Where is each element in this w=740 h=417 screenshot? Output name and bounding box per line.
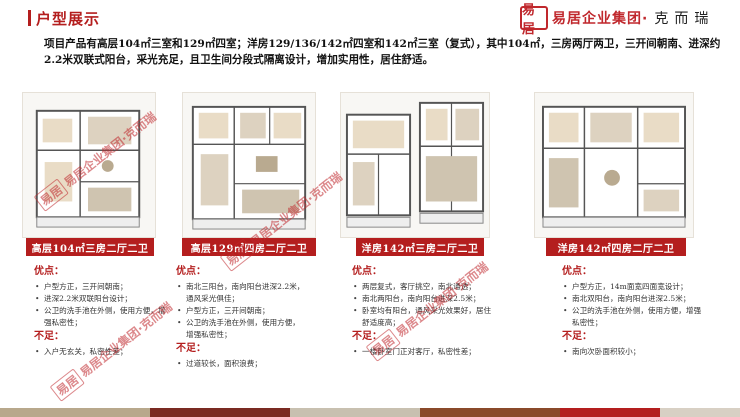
footer-segment — [420, 408, 560, 417]
intro-text: 项目产品有高层104㎡三室和129㎡四室；洋房129/136/142㎡四室和14… — [44, 38, 721, 66]
list-item: 户型方正，14m面宽四面宽设计； — [562, 281, 702, 293]
card-2-notes: 优点： 南北三阳台，南向阳台进深2.2米，通风采光俱佳； 户型方正，三开间朝南；… — [176, 264, 306, 370]
list-item: 南北双阳台，南向阳台进深2.5米； — [562, 293, 702, 305]
card-2-cons-list: 过道较长，面积浪费； — [176, 358, 306, 370]
page-title: 户型展示 — [36, 10, 101, 28]
floor-plan-4-drawing — [542, 105, 686, 228]
floor-plan-2-drawing — [191, 105, 307, 230]
card-2-pros-title: 优点： — [176, 266, 206, 277]
brand-sub: 克而瑞 — [654, 11, 715, 27]
footer-segment — [660, 408, 740, 417]
card-2-cons-title: 不足： — [176, 343, 206, 354]
footer-segment — [560, 408, 660, 417]
list-item: 进深2.2米双联阳台设计； — [34, 293, 166, 305]
list-item: 公卫的洗手池在外侧，使用方便，增强私密性； — [34, 305, 166, 329]
floor-plan-1 — [22, 92, 156, 238]
card-3-cons-list: 一楼卧室门正对客厅，私密性差； — [352, 346, 494, 358]
floor-plan-2 — [182, 92, 316, 238]
brand-logo: 易居 易居企业集团· 克而瑞 — [520, 3, 715, 37]
card-4-pros-list: 户型方正，14m面宽四面宽设计； 南北双阳台，南向阳台进深2.5米； 公卫的洗手… — [562, 281, 702, 329]
banner-card-3: 洋房142㎡三房二厅二卫 — [356, 238, 484, 256]
list-item: 南向次卧面积较小； — [562, 346, 702, 358]
card-4-pros-title: 优点： — [562, 266, 592, 277]
list-item: 公卫的洗手池在外侧，使用方便，增强私密性； — [176, 317, 306, 341]
floor-plan-3 — [340, 92, 490, 238]
floor-plan-1-drawing — [35, 109, 141, 228]
footer-segment — [0, 408, 150, 417]
footer-segment — [290, 408, 420, 417]
banner-card-2: 高层129㎡四房二厅二卫 — [182, 238, 316, 256]
banner-card-1: 高层104㎡三房二厅二卫 — [26, 238, 154, 256]
card-3-pros-list: 两层复式，客厅挑空，南北通透； 南北两阳台，南向阳台进深2.5米； 卧室均有阳台… — [352, 281, 494, 329]
header: 户型展示 易居 易居企业集团· 克而瑞 — [0, 0, 740, 37]
card-3-notes: 优点： 两层复式，客厅挑空，南北通透； 南北两阳台，南向阳台进深2.5米； 卧室… — [352, 264, 494, 358]
brand-name: 易居企业集团· — [552, 11, 649, 27]
list-item: 卧室均有阳台，通风采光效果好，居住舒适度高； — [352, 305, 494, 329]
list-item: 入户无玄关，私密性差； — [34, 346, 166, 358]
card-1-pros-title: 优点： — [34, 266, 64, 277]
floor-plan-4 — [534, 92, 694, 238]
card-1-cons-list: 入户无玄关，私密性差； — [34, 346, 166, 358]
footer-segment — [150, 408, 290, 417]
list-item: 一楼卧室门正对客厅，私密性差； — [352, 346, 494, 358]
list-item: 南北两阳台，南向阳台进深2.5米； — [352, 293, 494, 305]
list-item: 公卫的洗手池在外侧，使用方便，增强私密性； — [562, 305, 702, 329]
list-item: 过道较长，面积浪费； — [176, 358, 306, 370]
card-1-cons-title: 不足： — [34, 331, 64, 342]
card-4-notes: 优点： 户型方正，14m面宽四面宽设计； 南北双阳台，南向阳台进深2.5米； 公… — [562, 264, 702, 358]
card-2-pros-list: 南北三阳台，南向阳台进深2.2米，通风采光俱佳； 户型方正，三开间朝南； 公卫的… — [176, 281, 306, 341]
card-4-cons-list: 南向次卧面积较小； — [562, 346, 702, 358]
card-3-cons-title: 不足： — [352, 331, 382, 342]
card-4-cons-title: 不足： — [562, 331, 592, 342]
list-item: 两层复式，客厅挑空，南北通透； — [352, 281, 494, 293]
card-1-notes: 优点： 户型方正，三开间朝南； 进深2.2米双联阳台设计； 公卫的洗手池在外侧，… — [34, 264, 166, 358]
list-item: 户型方正，三开间朝南； — [34, 281, 166, 293]
brand-seal: 易居 — [520, 3, 548, 37]
banner-card-4: 洋房142㎡四房二厅二卫 — [546, 238, 686, 256]
card-1-pros-list: 户型方正，三开间朝南； 进深2.2米双联阳台设计； 公卫的洗手池在外侧，使用方便… — [34, 281, 166, 329]
footer-strip — [0, 408, 740, 417]
floor-plan-3-drawing — [345, 101, 485, 228]
title-accent-bar — [28, 10, 31, 26]
list-item: 户型方正，三开间朝南； — [176, 305, 306, 317]
list-item: 南北三阳台，南向阳台进深2.2米，通风采光俱佳； — [176, 281, 306, 305]
card-3-pros-title: 优点： — [352, 266, 382, 277]
